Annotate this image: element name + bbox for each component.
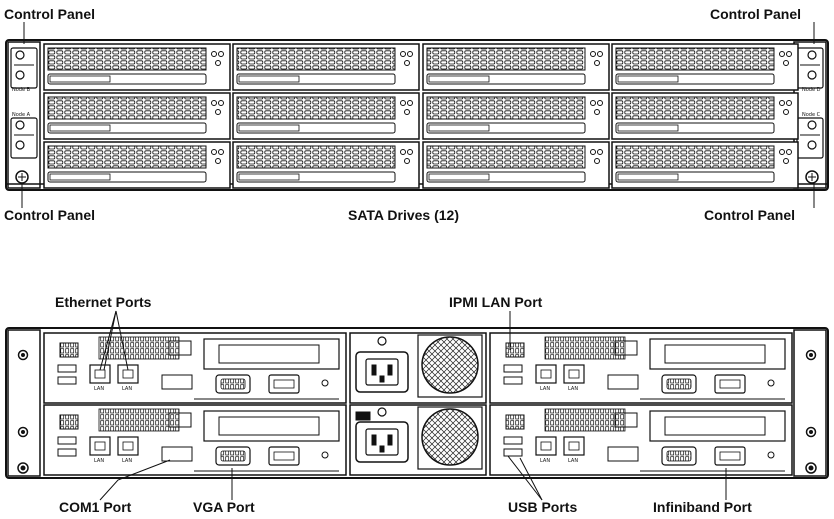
lan-port xyxy=(89,364,111,384)
rear-chassis xyxy=(5,327,829,479)
infiniband-port xyxy=(714,446,746,466)
lan-text: LAN xyxy=(94,386,104,392)
label-usb-ports: USB Ports xyxy=(508,499,578,515)
infiniband-port xyxy=(268,374,300,394)
drive-bay[interactable] xyxy=(422,92,610,140)
drive-bay[interactable] xyxy=(232,43,420,91)
rear-node-modules: LAN LAN LAN LAN LAN LAN LAN LAN xyxy=(43,332,793,476)
lan-text: LAN xyxy=(540,386,550,392)
rear-node-bottom-right: LAN LAN xyxy=(489,404,793,476)
lan-port xyxy=(535,436,557,456)
label-com1-port: COM1 Port xyxy=(59,499,132,515)
label-control-panel-top-right: Control Panel xyxy=(710,6,802,22)
rear-leader-lines xyxy=(99,310,727,501)
vga-port xyxy=(661,374,697,394)
drive-bay[interactable] xyxy=(611,92,799,140)
lan-text: LAN xyxy=(568,386,578,392)
drive-bay[interactable] xyxy=(611,141,799,189)
infiniband-port xyxy=(714,374,746,394)
drive-bay[interactable] xyxy=(422,43,610,91)
label-ethernet-ports: Ethernet Ports xyxy=(55,294,152,310)
sata-drive-bays xyxy=(43,43,799,189)
lan-port xyxy=(117,436,139,456)
lan-port xyxy=(535,364,557,384)
lan-port xyxy=(89,436,111,456)
lan-text: LAN xyxy=(122,386,132,392)
node-d-label: Node D xyxy=(802,87,821,93)
power-supplies xyxy=(349,332,487,476)
usb-port xyxy=(503,436,523,445)
lan-text: LAN xyxy=(568,458,578,464)
vga-port xyxy=(215,374,251,394)
rear-node-bottom-left: LAN LAN xyxy=(43,404,347,476)
usb-port xyxy=(503,364,523,373)
node-a-label: Node A xyxy=(12,112,31,118)
vga-port xyxy=(661,446,697,466)
label-vga-port: VGA Port xyxy=(193,499,255,515)
vga-port xyxy=(215,446,251,466)
drive-bay[interactable] xyxy=(422,141,610,189)
label-ipmi-lan-port: IPMI LAN Port xyxy=(449,294,543,310)
rear-node-top-left: LAN LAN xyxy=(43,332,347,404)
lan-text: LAN xyxy=(94,458,104,464)
label-sata-drives: SATA Drives (12) xyxy=(348,207,459,223)
drive-bay[interactable] xyxy=(232,141,420,189)
lan-text: LAN xyxy=(122,458,132,464)
label-control-panel-bottom-left: Control Panel xyxy=(4,207,96,223)
label-control-panel-top-left: Control Panel xyxy=(4,6,96,22)
lan-port xyxy=(563,364,585,384)
lan-port xyxy=(563,436,585,456)
front-leader-lines xyxy=(21,22,815,208)
node-c-label: Node C xyxy=(802,112,821,118)
rear-node-top-right: LAN LAN xyxy=(489,332,793,404)
drive-bay[interactable] xyxy=(43,92,231,140)
drive-bay[interactable] xyxy=(43,141,231,189)
lan-text: LAN xyxy=(540,458,550,464)
drive-bay[interactable] xyxy=(232,92,420,140)
drive-bay[interactable] xyxy=(43,43,231,91)
infiniband-port xyxy=(268,446,300,466)
usb-port xyxy=(57,364,77,373)
node-b-label: Node B xyxy=(12,87,31,93)
label-infiniband-port: Infiniband Port xyxy=(653,499,752,515)
usb-port xyxy=(57,436,77,445)
label-control-panel-bottom-right: Control Panel xyxy=(704,207,796,223)
drive-bay[interactable] xyxy=(611,43,799,91)
